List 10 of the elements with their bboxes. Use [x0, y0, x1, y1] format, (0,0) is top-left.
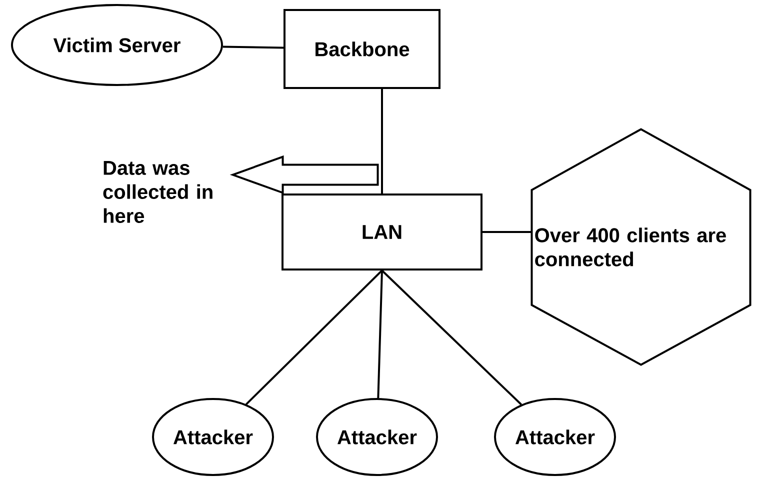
note-text: Data was collected in here: [103, 161, 212, 223]
connector-line: [222, 46, 284, 49]
clients-hexagon: Over 400 clients are connected: [530, 128, 752, 366]
connector-line: [377, 270, 383, 398]
connector-line: [381, 89, 383, 194]
connector-line: [246, 270, 383, 405]
network-box: Backbone: [284, 9, 440, 89]
network-box: LAN: [282, 194, 482, 270]
connector-line: [482, 231, 532, 233]
connector-line: [381, 270, 522, 406]
